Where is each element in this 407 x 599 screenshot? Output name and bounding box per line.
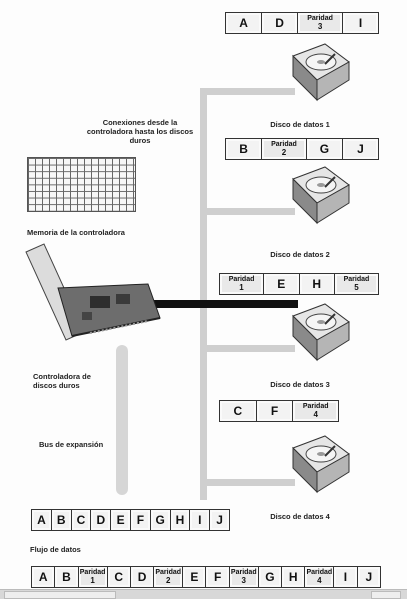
disk-1-label: Disco de datos 1 xyxy=(270,120,330,129)
controller-label: Controladora de discos duros xyxy=(33,372,91,390)
parity-number: 1 xyxy=(239,283,244,292)
branch-disk-2 xyxy=(200,208,295,215)
flow-cell-d: D xyxy=(130,567,155,587)
disk-2-cell-j: J xyxy=(342,139,379,159)
disk-body xyxy=(292,303,350,362)
memory-label: Memoria de la controladora xyxy=(27,228,125,237)
disk-1-cell-d: D xyxy=(262,13,299,33)
input-cell-i: I xyxy=(190,510,211,530)
input-cell-f: F xyxy=(130,510,151,530)
disk-1-cell-a: A xyxy=(226,13,263,33)
disk-2-label: Disco de datos 2 xyxy=(270,250,330,259)
input-cell-j: J xyxy=(210,510,229,530)
parity-label: Paridad xyxy=(307,15,333,22)
flow-cell-a: A xyxy=(32,567,56,587)
input-cell-g: G xyxy=(150,510,171,530)
parity-label: Paridad xyxy=(228,276,255,283)
input-cell-c: C xyxy=(71,510,92,530)
input-cell-h: H xyxy=(170,510,191,530)
flow-cell-f: F xyxy=(206,567,230,587)
parity-label: Paridad xyxy=(271,141,297,148)
branch-disk-3 xyxy=(200,345,295,352)
parity-number: 2 xyxy=(281,148,287,157)
disk-4-cell-f: F xyxy=(256,401,294,421)
disk-2-cell-g: G xyxy=(306,139,343,159)
flow-cell-i: I xyxy=(334,567,358,587)
disk-3-cell-h: H xyxy=(299,274,335,294)
controller-cable xyxy=(150,300,298,308)
parity-number: 1 xyxy=(90,576,95,585)
flow-cell-c: C xyxy=(107,567,131,587)
input-cell-d: D xyxy=(91,510,112,530)
parity-number: 3 xyxy=(241,576,246,585)
input-cell-a: A xyxy=(32,510,52,530)
hard-disk-4-icon xyxy=(292,435,350,494)
parity-label: Paridad xyxy=(79,569,106,576)
parity-number: 4 xyxy=(317,576,322,585)
parity-label: Paridad xyxy=(343,276,370,283)
disk-1-cell-i: I xyxy=(342,13,379,33)
trunk-line xyxy=(200,90,207,500)
hard-disk-2-icon xyxy=(292,166,350,225)
flow-cell-h: H xyxy=(282,567,306,587)
flow-cell-e: E xyxy=(183,567,207,587)
disk-4-label: Disco de datos 4 xyxy=(270,512,330,521)
parity-label: Paridad xyxy=(302,403,329,410)
flow-cell-b: B xyxy=(55,567,79,587)
parity-number: 2 xyxy=(165,576,171,585)
branch-disk-4 xyxy=(200,479,295,486)
parity-number: 3 xyxy=(317,22,323,31)
parity-label: Paridad xyxy=(306,569,333,576)
hard-disk-3-icon xyxy=(292,303,350,362)
disk-body xyxy=(292,166,350,225)
parity-number: 5 xyxy=(354,283,359,292)
input-cell-b: B xyxy=(51,510,72,530)
parity-number: 4 xyxy=(313,410,318,419)
bus-label: Bus de expansión xyxy=(39,440,104,449)
controller-card-icon xyxy=(25,243,161,341)
parity-label: Paridad xyxy=(155,569,182,576)
flow-label: Flujo de datos xyxy=(30,545,81,554)
disk-3-cell-e: E xyxy=(264,274,300,294)
parity-label: Paridad xyxy=(230,569,257,576)
disk-2-cell-b: B xyxy=(226,139,263,159)
input-cell-e: E xyxy=(111,510,131,530)
branch-disk-1 xyxy=(200,88,295,95)
disk-body xyxy=(292,43,350,102)
disk-body xyxy=(292,435,350,494)
disk-3-label: Disco de datos 3 xyxy=(270,380,330,389)
connections-label: Conexiones desde la controladora hasta l… xyxy=(86,118,194,145)
flow-cell-j: J xyxy=(357,567,380,587)
expansion-bus xyxy=(116,345,128,495)
flow-cell-g: G xyxy=(258,567,283,587)
disk-4-cell-c: C xyxy=(220,401,257,421)
hard-disk-1-icon xyxy=(292,43,350,102)
controller-memory-grid xyxy=(27,157,136,212)
